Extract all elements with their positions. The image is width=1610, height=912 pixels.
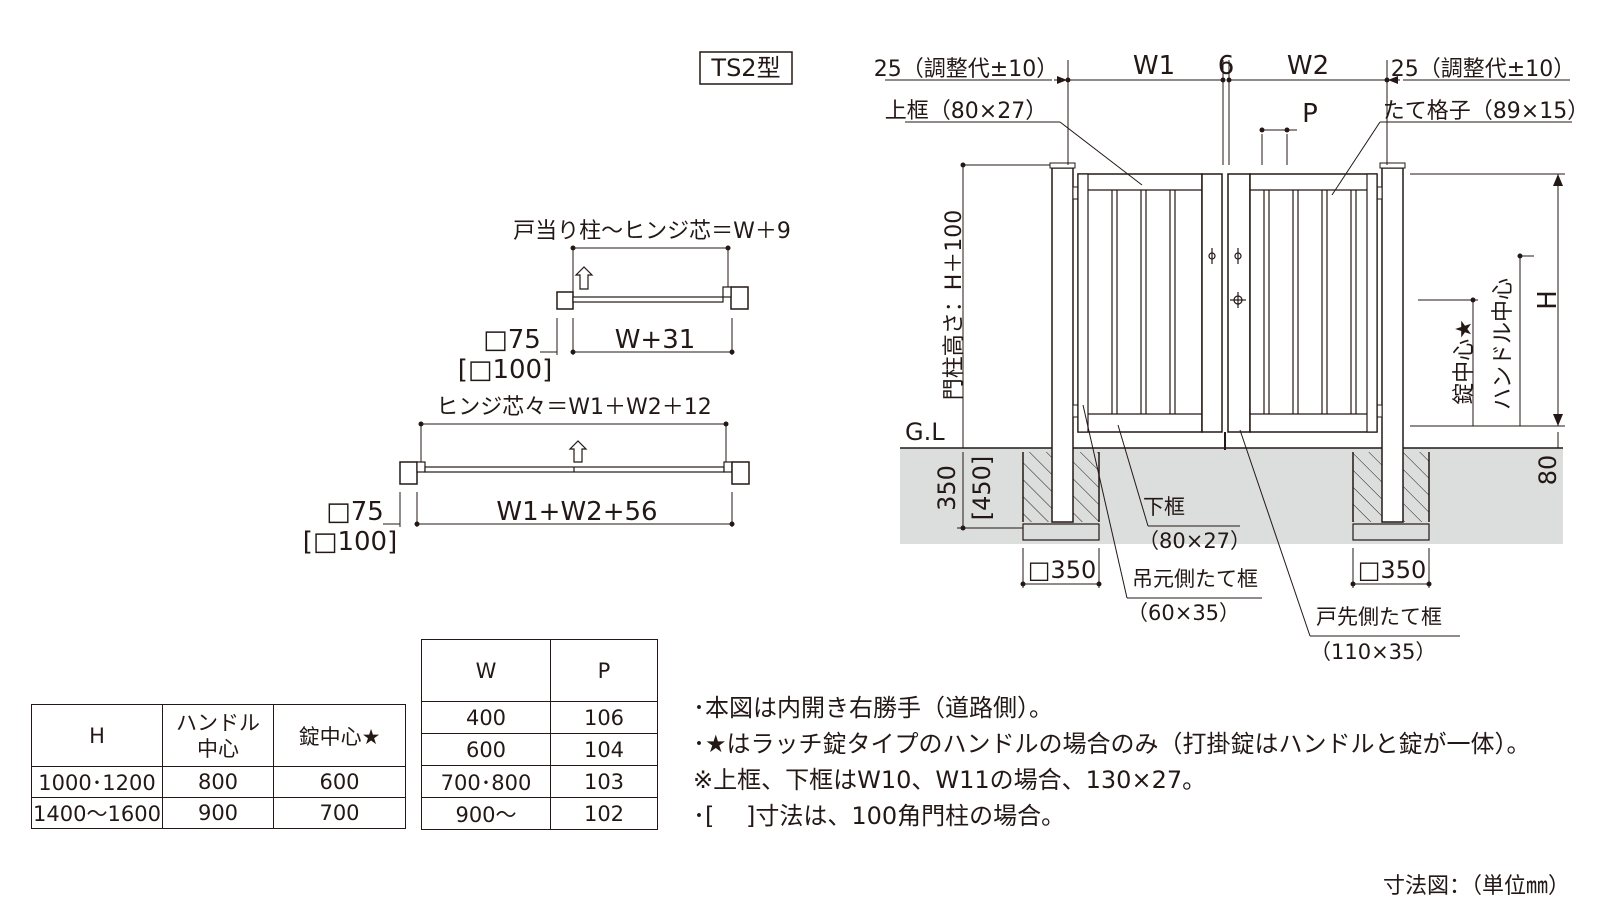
table-h-header-h: H [31,704,163,767]
double-opening-arrow-icon [568,440,588,463]
left-gate-leaf [1077,173,1223,433]
right-gate-post [1381,167,1404,523]
footing-right-label: □350 [1358,556,1426,584]
model-label: TS2型 [699,51,793,85]
plan-single-gate: 戸当り柱～ヒンジ芯＝W＋9 □75 [□100] W+31 [458,219,791,385]
table-row: 400 106 [421,701,658,734]
unit-caption: 寸法図：（単位㎜） [1382,874,1570,899]
table-cell: 102 [550,797,658,830]
latch-side-frame-size: （110×35） [1310,640,1436,664]
hinge-side-frame-label: 吊元側たて框 [1132,567,1258,591]
door-stop-post [556,291,574,310]
w1-label: W1 [1133,51,1175,81]
table-wp-header-p: P [550,639,658,702]
opening-direction-arrow-icon [574,266,594,290]
table-h-header-handle-line1: ハンドル [176,710,260,735]
left-gate-post [1051,167,1074,523]
table-row: 900～ 102 [421,797,658,830]
table-cell: 600 [273,766,406,798]
lock-icon [1230,292,1246,308]
plan-single-post-label: □75 [483,325,541,355]
table-wp-header-w: W [421,639,551,702]
left-hinge-post [399,461,418,485]
table-cell: 400 [421,701,551,734]
plan-single-width-label: W+31 [615,325,696,355]
table-cell: 900 [162,797,274,829]
left-footing-base [1022,523,1100,541]
hinge-post [730,286,749,310]
adjust-right-label: 25（調整代±10） [1391,57,1575,82]
table-cell: 800 [162,766,274,798]
note-item: ･[ ]寸法は、100角門柱の場合。 [693,802,1066,830]
gate-leaf-plan [572,296,724,303]
width-p-spec-table: W P 400 106 600 104 700･800 103 900～ 102 [421,639,658,830]
top-frame-label: 上框（80×27） [885,99,1047,124]
model-label-text: TS2型 [710,54,780,82]
table-cell: 1000･1200 [31,766,163,798]
notes-list: ･本図は内開き右勝手（道路側）。 ･★はラッチ錠タイプのハンドルの場合のみ（打掛… [693,690,1531,834]
table-row: 1000･1200 800 600 [31,766,406,798]
right-hinge-post [731,461,750,485]
adjust-left-label: 25（調整代±10） [874,57,1058,82]
bottom-frame-label: 下框 [1143,495,1185,519]
table-cell: 106 [550,701,658,734]
table-cell: 103 [550,765,658,798]
right-post-cap [1379,162,1406,169]
plan-double-gate: ヒンジ芯々＝W1＋W2＋12 □75 [□100] W1+W2+56 [303,395,750,557]
table-row: 1400～1600 900 700 [31,797,406,829]
table-row: 600 104 [421,733,658,766]
handle-right-icon [1234,248,1242,264]
handle-center-label: ハンドル中心 [1491,278,1516,410]
plan-double-top-label: ヒンジ芯々＝W1＋W2＋12 [436,395,712,420]
depth-label: 350 [933,465,961,511]
latch-side-frame-label: 戸先側たて框 [1316,605,1442,629]
p-label: P [1302,99,1318,129]
table-cell: 1400～1600 [31,797,163,829]
table-cell: 700 [273,797,406,829]
plan-single-top-label: 戸当り柱～ヒンジ芯＝W＋9 [513,219,791,244]
plan-single-post-label-alt: [□100] [458,355,552,385]
plan-double-post-label-alt: [□100] [303,527,397,557]
table-cell: 600 [421,733,551,766]
w2-label: W2 [1287,51,1329,81]
table-h-header-handle: ハンドル 中心 [162,704,274,767]
h-label: H [1533,290,1563,310]
plan-double-post-label: □75 [326,497,384,527]
bottom-frame-size: （80×27） [1138,529,1251,553]
table-cell: 700･800 [421,765,551,798]
elevation-view: G.L [874,51,1589,664]
table-h-header-handle-line2: 中心 [197,736,239,761]
table-cell: 900～ [421,797,551,830]
depth-alt-label: [450] [968,456,996,521]
right-footing-base [1352,523,1430,541]
table-row: 700･800 103 [421,765,658,798]
right-gate-leaf [1227,173,1378,433]
gl-label: G.L [905,418,945,446]
hinge-side-frame-size: （60×35） [1127,601,1240,625]
height-spec-table: H ハンドル 中心 錠中心★ 1000･1200 800 600 1400～16… [31,704,406,829]
table-h-header-lock: 錠中心★ [273,704,406,767]
hinge-detail [722,286,732,298]
lock-center-label: 錠中心★ [1452,319,1477,405]
left-post-cap [1049,162,1076,169]
note-item: ･★はラッチ錠タイプのハンドルの場合のみ（打掛錠はハンドルと錠が一体）。 [693,730,1531,758]
handle-left-icon [1208,248,1216,264]
footing-left-label: □350 [1028,556,1096,584]
plan-double-width-label: W1+W2+56 [496,497,657,527]
gap-label: 6 [1218,51,1235,81]
note-item: ※上框、下框はW10、W11の場合、130×27。 [693,766,1207,794]
vertical-slat-label: たて格子（89×15） [1383,99,1589,124]
table-cell: 104 [550,733,658,766]
post-height-label: 門柱高さ：H＋100 [942,210,967,401]
note-item: ･本図は内開き右勝手（道路側）。 [693,694,1053,722]
bottom-clear-label: 80 [1534,455,1562,486]
